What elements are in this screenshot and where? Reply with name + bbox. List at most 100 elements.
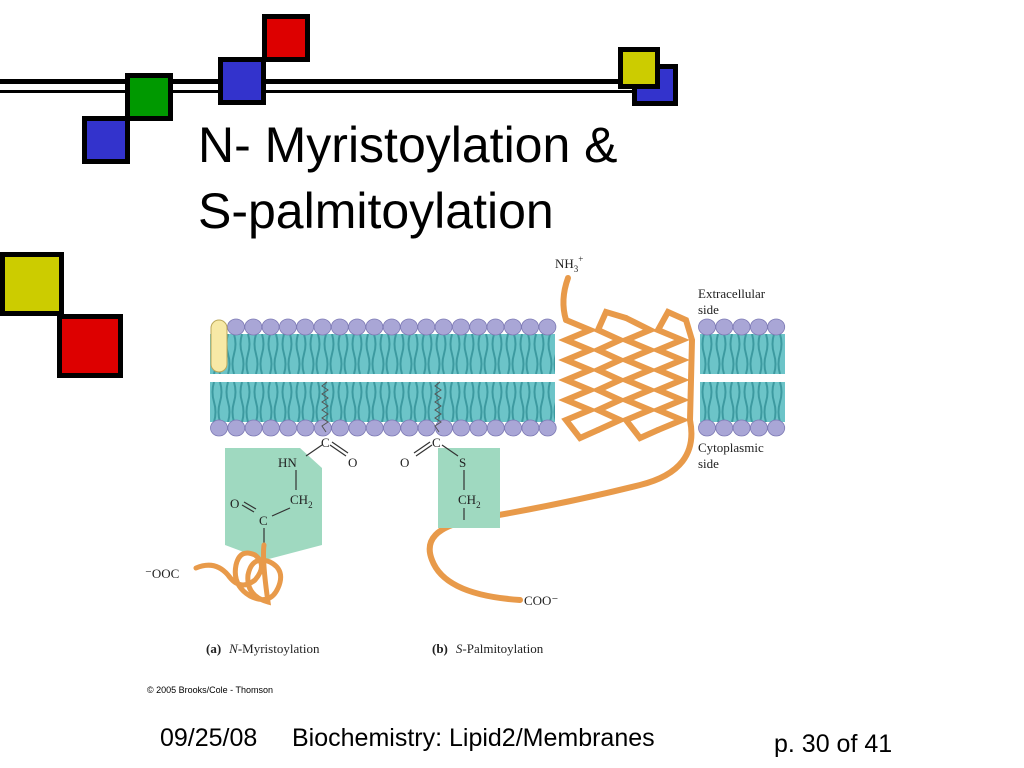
bond-c2-o-2 [243,501,257,510]
helix-2 [590,308,629,433]
lipid-head-top [244,318,263,336]
cytoplasmic-label-2: side [698,456,719,471]
lipid-head-top [767,318,786,336]
cytoplasmic-label-1: Cytoplasmic [698,440,764,455]
top-rule-thin [0,90,675,93]
lipid-head-top [750,318,768,336]
lipid-head-top [698,318,716,336]
bond-ch2-c [271,507,291,517]
nh3-label: NH3+ [555,254,583,274]
lipid-head-bottom [210,419,228,437]
top-rule-thick [0,79,675,84]
bilayer-tails-top-right-lines [700,334,785,374]
lipid-head-bottom [732,419,751,437]
bilayer-tails-top-lines [210,334,555,374]
deco-square-yellow-right [618,47,660,89]
lipid-head-top [330,318,349,336]
deco-square-red-left [57,314,123,378]
deco-square-blue-top [218,57,266,105]
helix-3 [618,315,661,442]
bond-c-o-b-2 [413,441,431,454]
lipid-head-bottom [521,419,540,437]
slide-title: N- Myristoylation & S-palmitoylation [198,112,618,244]
c-label-a2: C [259,513,268,528]
lipid-head-bottom [750,419,768,437]
lipid-head-top [382,318,401,336]
lipid-head-bottom [417,419,436,437]
lipid-head-bottom [279,419,298,437]
lipid-head-bottom [383,419,401,437]
footer-course: Biochemistry: Lipid2/Membranes [292,724,655,752]
bond-c2-o-1 [241,504,255,513]
hn-label: HN [278,455,297,470]
helix-1 [558,317,601,442]
copyright-notice: © 2005 Brooks/Cole - Thomson [147,685,274,695]
caption-b: (b)S-Palmitoylation [432,641,544,656]
bilayer-tails-bottom-right-lines [700,382,785,422]
lipid-head-top [434,318,453,336]
deco-square-green [125,73,173,121]
bonds-b [413,441,465,520]
lipid-heads [210,318,786,437]
deco-square-blue-left [82,116,130,164]
lipid-head-bottom [452,419,471,437]
lipid-head-bottom [365,419,384,437]
lipid-head-bottom [348,419,367,437]
deco-square-red-top [262,14,310,62]
footer-date: 09/25/08 [160,724,258,752]
lipid-head-top [296,318,315,336]
bilayer-tails-bottom-lines [210,382,555,422]
lipid-head-top [227,318,245,336]
lipid-head-bottom [227,419,246,437]
palmitoyl-chain [434,381,442,433]
protein-n-terminus [560,275,571,323]
lipid-head-top [417,318,436,336]
bond-c-hn [305,444,323,457]
lipid-head-bottom [715,419,734,437]
lipid-head-top [538,318,557,336]
deco-square-yellow-left [0,252,64,316]
lipid-head-bottom [698,419,716,437]
lipid-head-top [486,318,505,336]
lipid-head-top [715,318,734,336]
bonds-a [241,441,349,545]
myristoyl-highlight [225,448,322,560]
bond-c-o-2 [331,441,349,454]
extracellular-label-2: side [698,302,719,317]
c-label-a1: C [321,435,330,450]
lipid-head-top [451,318,470,336]
bond-c-o-1 [329,444,347,457]
lipid-head-bottom [331,419,350,437]
o-label-a1: O [348,455,357,470]
slide-title-line-1: N- Myristoylation & [198,117,618,173]
footer-page: p. 30 of 41 [774,730,893,758]
lipid-head-bottom [261,419,280,437]
lipid-head-top [503,318,522,336]
lipid-head-top [278,318,297,336]
slide-title-line-2: S-palmitoylation [198,183,554,239]
lipid-head-bottom [767,419,786,437]
o-label-a2: O [230,496,239,511]
lipid-head-top [469,318,488,336]
ch2-label-a: CH2 [290,492,313,510]
lipid-head-top [261,318,280,336]
lipid-head-bottom [434,419,453,437]
helix-4 [650,308,696,433]
lipid-head-bottom [504,419,522,437]
myristoyl-chain [321,381,329,433]
lipid-head-top [365,318,384,336]
lipid-head-bottom [469,419,488,437]
s-label-b: S [459,455,466,470]
lipid-head-top [348,318,367,336]
lipid-head-bottom [538,419,557,437]
caption-a: (a)N-Myristoylation [206,641,320,656]
palmitoyl-highlight [438,448,500,528]
lipid-head-bottom [400,419,419,437]
lipid-head-bottom [486,419,505,437]
o-label-b: O [400,455,409,470]
lipid-head-bottom [244,419,263,437]
ch2-label-b: CH2 [458,492,481,510]
lipid-head-bottom [296,419,315,437]
tangled-protein [193,542,284,606]
